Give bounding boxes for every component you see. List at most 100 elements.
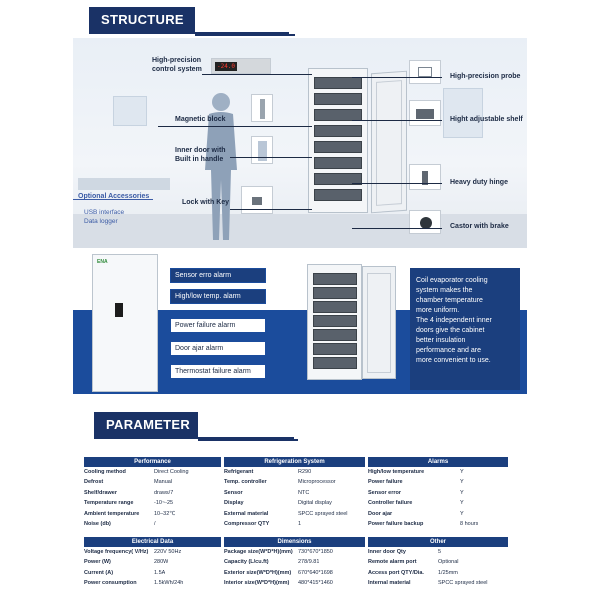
lab-bench [78, 178, 170, 190]
alarm-key-4: Door ajar [368, 510, 393, 517]
wall-poster [113, 96, 147, 126]
label-accessory-logger: Data logger [84, 218, 118, 225]
refr-key-2: Sensor [224, 489, 243, 496]
label-inner-door: Inner door with Built in handle [175, 146, 226, 164]
alarm-val-3: Y [460, 500, 464, 507]
perf-val-1: Manual [154, 479, 173, 486]
dim-val-0: 730*670*1850 [298, 549, 333, 555]
perf-key-4: Ambient temperature [84, 510, 140, 517]
desc-line-8: performance and are [416, 347, 481, 354]
table-row: Power (W)280W [84, 557, 221, 567]
leader-shelf [352, 120, 442, 121]
perf-key-3: Temperature range [84, 500, 134, 507]
freezer-handle [115, 303, 123, 317]
perf-val-2: draws/7 [154, 489, 174, 496]
other-key-0: Inner door Qty [368, 549, 406, 555]
alarm-sensor-error: Sensor erro alarm [170, 268, 266, 283]
perf-key-1: Defrost [84, 479, 104, 486]
alarm-key-1: Power failure [368, 479, 403, 486]
alarm-key-3: Controller failure [368, 500, 413, 507]
label-control-line1: High-precision [152, 57, 202, 64]
leader-lock [230, 209, 312, 210]
desc-line-3: chamber temperature [416, 297, 483, 304]
table-row: Current (A)1.5A [84, 568, 221, 578]
magnetic-block-thumb [251, 94, 273, 122]
other-key-1: Remote alarm port [368, 559, 417, 566]
label-accessories-title: Optional Accessories [78, 193, 150, 200]
refr-key-3: Display [224, 500, 244, 507]
refr-val-1: Microprocessor [298, 479, 336, 486]
label-magnetic-block: Magnetic block [175, 116, 226, 123]
table-row: Controller failure Y [368, 498, 508, 508]
leader-inner-door [230, 157, 312, 158]
desc-line-7: better insulation [416, 337, 466, 344]
inner-door-thumb [251, 136, 273, 164]
hinge-thumb [409, 164, 441, 190]
alarm-val-5: 8 hours [460, 520, 479, 527]
label-lock: Lock with Key [182, 199, 230, 206]
refr-val-0: R290 [298, 469, 312, 475]
probe-thumb [409, 60, 441, 84]
label-probe: High-precision probe [450, 73, 521, 80]
person-silhouette [205, 93, 237, 240]
table-row: Inner door Qty 5 [368, 547, 508, 557]
freezer-open-door [362, 266, 396, 379]
freezer-open-illustration [307, 264, 362, 380]
table-row: Noise (db) / [84, 519, 221, 529]
dim-key-1: Capacity (L/cu.ft) [224, 559, 269, 566]
dim-val-3: 480*415*1460 [298, 580, 333, 587]
leader-probe [352, 77, 442, 78]
label-shelf: Hight adjustable shelf [450, 116, 523, 123]
alarm-val-2: Y [460, 489, 464, 496]
desc-line-6: doors give the cabinet [416, 327, 485, 334]
parameter-header: PARAMETER [94, 412, 298, 441]
table-row: Capacity (L/cu.ft)278/9.81 [224, 557, 365, 567]
accessories-divider [73, 199, 153, 200]
castor-thumb [409, 210, 441, 234]
refr-val-5: 1 [298, 520, 302, 527]
elec-val-0: 220V 50Hz [154, 549, 182, 555]
table-performance-header: Performance [84, 457, 221, 467]
table-row: High/low temperature Y [368, 467, 508, 477]
perf-val-3: -10~-25 [154, 500, 174, 507]
desc-line-2: system makes the [416, 287, 473, 294]
alarm-val-0: Y [460, 469, 464, 475]
freezer-main-illustration [308, 68, 368, 213]
elec-val-3: 1.5kWh/24h [154, 580, 184, 587]
leader-castor [352, 228, 442, 229]
table-row: Defrost Manual [84, 477, 221, 487]
label-control-line2: control system [152, 66, 202, 73]
label-inner-line2: Built in handle [175, 156, 224, 163]
perf-val-5: / [154, 520, 156, 527]
structure-header: STRUCTURE [89, 7, 295, 36]
other-val-2: 1/25mm [438, 569, 458, 576]
alarm-key-0: High/low temperature [368, 469, 425, 475]
desc-line-1: Coil evaporator cooling [416, 277, 488, 284]
elec-key-1: Power (W) [84, 559, 111, 566]
alarm-thermostat-failure: Thermostat failure alarm [170, 364, 266, 379]
perf-key-5: Noise (db) [84, 520, 111, 527]
elec-key-2: Current (A) [84, 569, 114, 576]
table-electrical-header: Electrical Data [84, 537, 221, 547]
table-row: Voltage frequency( V/Hz) 220V 50Hz [84, 547, 221, 557]
label-castor: Castor with brake [450, 223, 509, 230]
elec-key-0: Voltage frequency( V/Hz) [84, 549, 149, 555]
other-val-0: 5 [438, 549, 442, 555]
table-other-header: Other [368, 537, 508, 547]
freezer-main-door [371, 70, 407, 214]
other-key-3: Internal material [368, 580, 411, 587]
